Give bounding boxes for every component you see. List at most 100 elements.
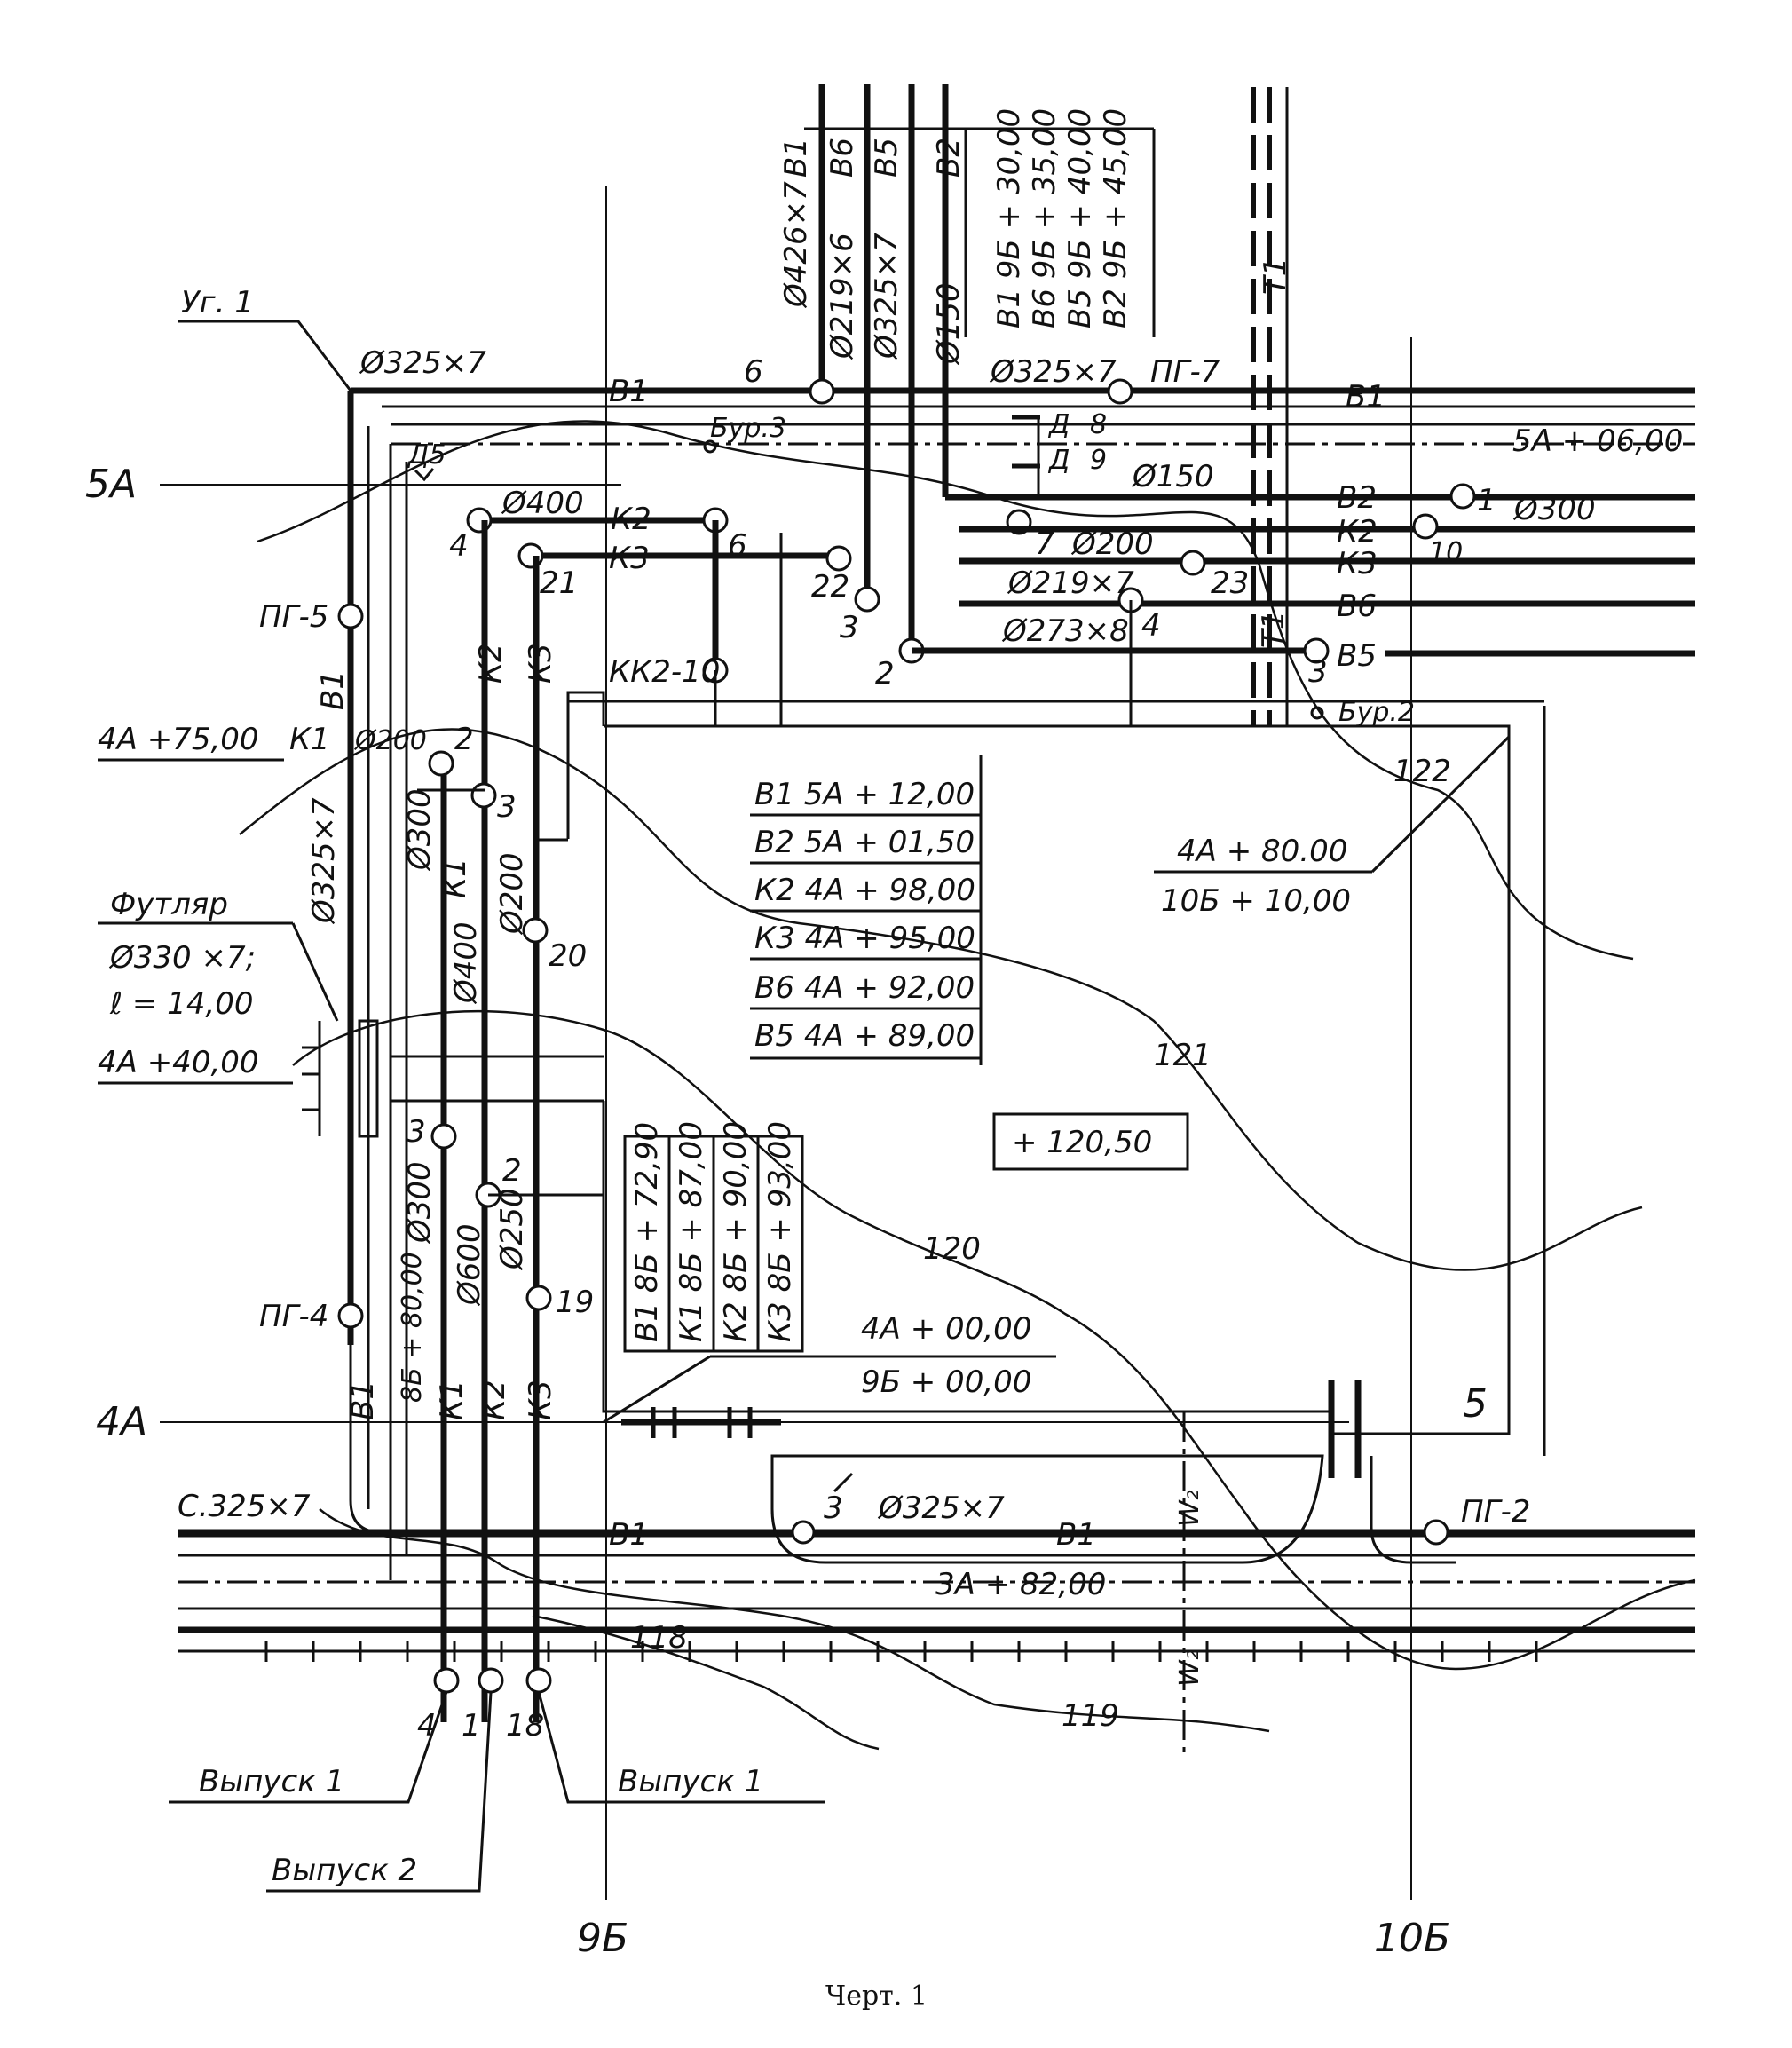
casing-dia: Ø330 ×7;	[108, 940, 256, 976]
mark-4a00: 4А + 00,00	[861, 1311, 1031, 1347]
well-6-label: 6	[744, 354, 763, 390]
outlet-3-label: Выпуск 1	[618, 1764, 763, 1799]
well-2	[428, 750, 454, 777]
valve-body	[1012, 415, 1040, 469]
well-19-label: 19	[556, 1285, 594, 1320]
elevation-value: + 120,50	[1012, 1125, 1152, 1160]
angle-label: Уг. 1	[181, 285, 254, 320]
v1-bottom-dia: С.325×7	[178, 1489, 311, 1524]
pg-7-label: ПГ-7	[1150, 354, 1220, 390]
d250-label: Ø250	[494, 1188, 530, 1271]
d300-left-label: Ø300	[402, 788, 438, 872]
casing-ticks	[302, 1021, 321, 1136]
well-20-label: 20	[549, 938, 587, 974]
low-table-row-1: В1 8Б + 72,90	[629, 1122, 665, 1342]
low-table-row-3: К2 8Б + 90,00	[718, 1121, 754, 1342]
v1-left-label: В1	[315, 670, 351, 710]
well-3c	[470, 782, 497, 809]
top-pipes: Ø426×7 В1 Ø219×6 В6 Ø325×7 В5 Ø150 В2 В1…	[744, 84, 1220, 653]
well-3-bottom	[791, 1520, 816, 1545]
well-18	[525, 1667, 552, 1694]
building-edge	[604, 724, 1511, 1435]
contour-122-label: 122	[1393, 754, 1451, 789]
casing-len: ℓ = 14,00	[109, 986, 253, 1022]
building-edge-inner	[602, 1101, 1331, 1413]
k1-label-left: К1	[289, 722, 330, 757]
v1-right-label: В1	[1346, 379, 1385, 415]
low-table-row-2: К1 8Б + 87,00	[674, 1121, 709, 1342]
well-3d	[430, 1123, 457, 1150]
well-20	[522, 917, 549, 944]
well-3d-label: 3	[407, 1114, 426, 1150]
well-3b	[1303, 637, 1330, 664]
k1-label-low: К1	[434, 1380, 470, 1420]
borehole-2-label: Бур.2	[1338, 697, 1415, 728]
mid-table-row-1: В1 5А + 12,00	[754, 777, 975, 812]
k2-label-low: К2	[477, 1380, 512, 1420]
building-outline	[566, 691, 1546, 1456]
mid-table-row-5: В6 4А + 92,00	[754, 970, 975, 1006]
mark-10b10: 10Б + 10,00	[1161, 883, 1351, 919]
top-v5: В5	[869, 138, 904, 178]
road-ticks	[264, 1641, 1538, 1662]
well-3a	[854, 586, 880, 613]
top-table-row-3: В5 9Б + 40,00	[1062, 108, 1098, 328]
w2-line: W₂ W₂	[1174, 1411, 1205, 1758]
loop-line	[770, 1454, 1324, 1564]
axis-9b-label: 9Б	[577, 1916, 628, 1961]
mid-table-row-2: В2 5А + 01,50	[754, 825, 975, 860]
v1-bottom-label: В1	[609, 1517, 649, 1553]
well-4c	[433, 1667, 460, 1694]
outlet-2-label: Выпуск 2	[272, 1853, 417, 1888]
d150-mid-label: Ø150	[1131, 459, 1214, 494]
axis-5a-label: 5А	[85, 462, 137, 507]
d273-label: Ø273×8	[1001, 613, 1129, 649]
kk2-10-label: КК2-10	[609, 654, 720, 690]
k3-label-mid: К3	[523, 643, 558, 684]
water-main-v1-top: Ø325×7 В1 В1 В1 Ø325×7 Уг. 1	[178, 285, 1695, 1345]
pg-4-marker	[337, 1302, 364, 1329]
well-4-label: 4	[449, 528, 469, 564]
contour-120-label: 120	[923, 1231, 981, 1267]
d219x7-label: Ø219×7	[1007, 565, 1134, 601]
well-2-label: 2	[454, 722, 474, 757]
top-v1: В1	[778, 138, 814, 178]
k2-right-label: К2	[1337, 514, 1378, 550]
well-1-label: 1	[1477, 483, 1496, 518]
well-21-label: 21	[540, 565, 578, 601]
mark-3a82: 3А + 82,00	[935, 1567, 1106, 1602]
casing-rect	[358, 1019, 379, 1138]
well-22	[825, 545, 852, 572]
well-22-label: 22	[811, 569, 849, 605]
contour-120	[292, 1009, 1696, 1671]
top-v2: В2	[931, 138, 967, 178]
figure-caption: Черт. 1	[825, 1981, 928, 2012]
loop-dia: Ø325×7	[877, 1491, 1005, 1526]
v6-right-label: В6	[1337, 589, 1377, 624]
borehole-3-label: Бур.3	[710, 413, 786, 444]
mid-table: В1 5А + 12,00 В2 5А + 01,50 К2 4А + 98,0…	[750, 533, 983, 1065]
well-7-label: 7	[1035, 526, 1054, 562]
contour-118-label: 118	[630, 1620, 688, 1656]
low-table: В1 8Б + 72,90 К1 8Б + 87,00 К2 8Б + 90,0…	[623, 1121, 804, 1353]
k3-label-low: К3	[523, 1380, 558, 1420]
well-1b-label: 1	[462, 1708, 481, 1744]
corner-marks: 4А + 00,00 9Б + 00,00 4А + 80.00 10Б + 1…	[603, 735, 1530, 1602]
valve-d5-mark	[414, 468, 435, 482]
well-9-label: 9	[1090, 445, 1107, 476]
mark-4a80-leader	[1370, 735, 1511, 874]
outlet-3-leader	[537, 1691, 825, 1804]
v1-top-dia: Ø325×7	[359, 345, 486, 381]
casing-title: Футляр	[110, 887, 228, 922]
outlet-2-leader	[266, 1691, 493, 1893]
well-18-label: 18	[506, 1708, 544, 1744]
mark-4a75: 4А +75,00	[98, 722, 259, 757]
mark-5a06: 5А + 06,00	[1512, 423, 1683, 459]
casing-band	[391, 1055, 604, 1103]
v1-left-bend	[349, 1345, 383, 1534]
dia-tick	[833, 1472, 854, 1493]
mark-9b00: 9Б + 00,00	[861, 1364, 1031, 1400]
k2-label-top: К2	[611, 502, 651, 537]
mid-table-row-4: К3 4А + 95,00	[754, 921, 975, 956]
